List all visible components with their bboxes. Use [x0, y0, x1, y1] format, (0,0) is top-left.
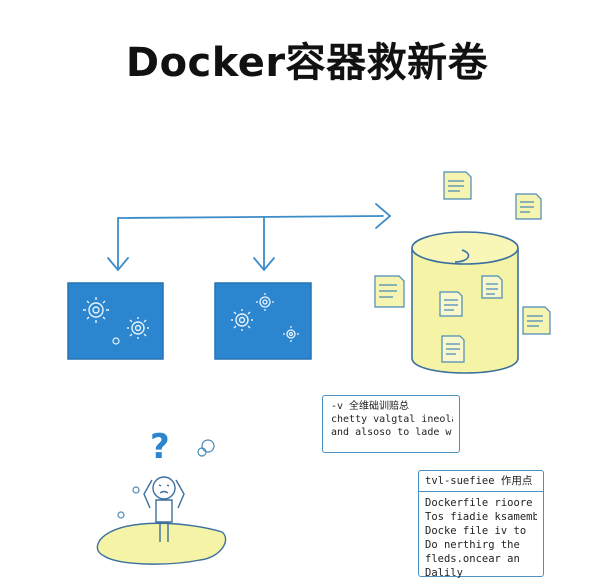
question-mark-icon: ?	[150, 427, 170, 467]
file-icon	[441, 335, 465, 363]
file-icon	[515, 193, 542, 220]
note-line: Dalily	[425, 567, 463, 579]
note-line: fleds.oncear an	[425, 553, 520, 565]
gear-icon	[112, 337, 120, 345]
note-line: -v 全维础训赔总	[331, 401, 410, 412]
down-arrow-right-head	[253, 257, 275, 272]
person-figure	[143, 476, 185, 542]
gear-icon	[231, 309, 253, 331]
file-icon	[522, 306, 551, 335]
note-line: Docke file iv to	[425, 525, 527, 537]
gear-icon	[256, 293, 274, 311]
note-line: Dockerfile rioore oh aly	[425, 497, 537, 509]
gear-icon	[127, 317, 149, 339]
connector-arrows	[107, 203, 392, 272]
gear-icon	[83, 297, 109, 323]
file-icon	[443, 171, 472, 200]
file-icon	[439, 291, 463, 317]
volume-cylinder	[411, 231, 519, 374]
note-line: and alsoso to lade w	[331, 427, 452, 438]
container-1	[67, 282, 164, 360]
file-icon	[374, 275, 405, 308]
confusion-bubbles	[117, 439, 215, 519]
file-icon	[481, 275, 503, 299]
note-header: tvl-suefiee 作用点	[419, 474, 543, 492]
note-dockerfile: tvl-suefiee 作用点 Dockerfile rioore oh aly…	[418, 470, 544, 579]
down-arrow-left-head	[107, 257, 129, 272]
floating-documents	[374, 171, 551, 335]
arrow-to-volume-head	[375, 203, 392, 229]
note-line: Tos fiadie ksamembmuls	[425, 511, 537, 523]
diagram-title: Docker容器救新卷	[125, 40, 489, 86]
gear-icon	[283, 326, 299, 342]
confused-person: ?	[96, 427, 227, 565]
note-line: Do nerthirg the	[425, 539, 520, 551]
top-connector-line	[117, 215, 384, 219]
container-2	[214, 282, 312, 360]
